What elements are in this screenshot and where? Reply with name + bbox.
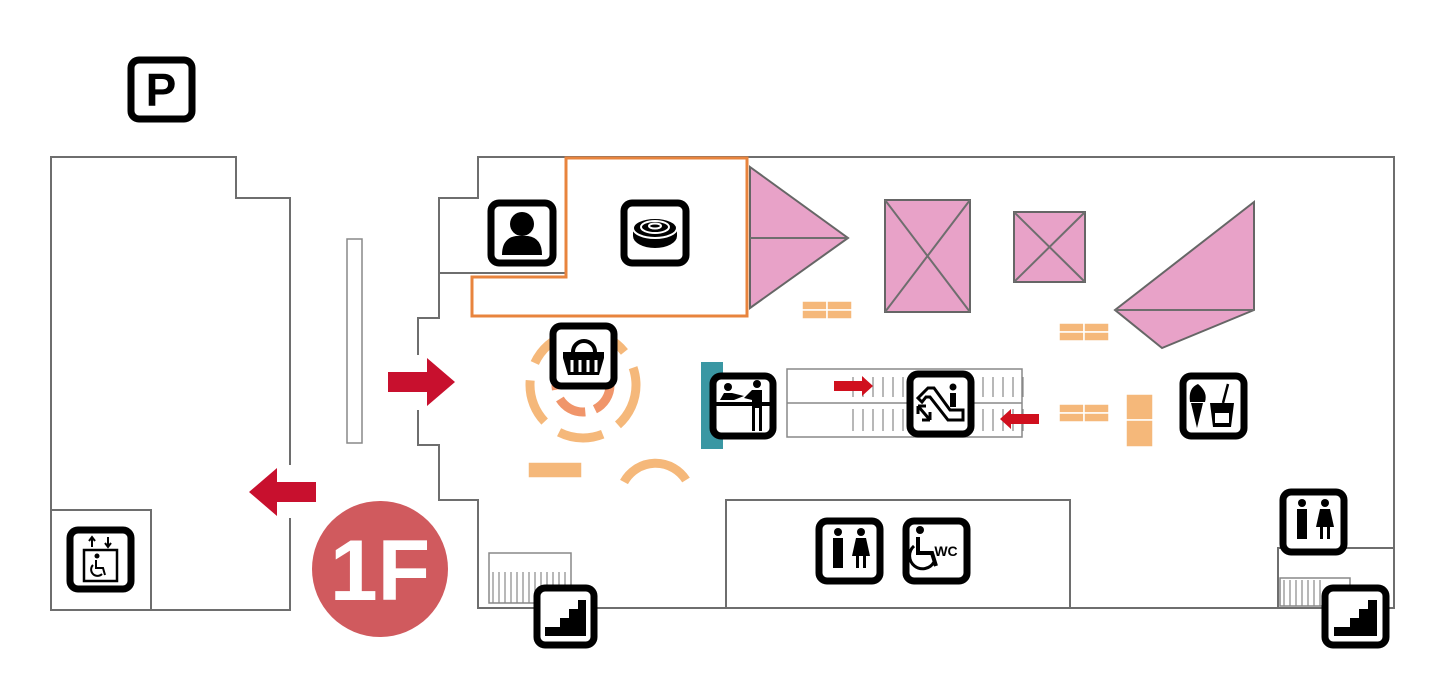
- shopping-basket-icon[interactable]: [549, 322, 618, 390]
- floor-label: 1F: [330, 523, 430, 619]
- fixtures: [525, 300, 1154, 485]
- svg-text:P: P: [146, 64, 177, 116]
- photo-booth-icon[interactable]: [487, 199, 557, 267]
- restroom-block-wall: [725, 499, 1071, 608]
- right-stair-wall: [1277, 547, 1394, 608]
- walkway-rail: [346, 238, 363, 444]
- service-counter-icon[interactable]: [709, 372, 777, 440]
- escalator-down-arrow: [1000, 409, 1039, 429]
- elevator-icon[interactable]: [66, 526, 135, 593]
- restroom-icon-east[interactable]: [1279, 488, 1348, 556]
- disc-icon[interactable]: [620, 199, 690, 267]
- ice-cream-drink-icon[interactable]: [1179, 372, 1248, 440]
- parking-icon[interactable]: P: [127, 56, 196, 123]
- accessible-restroom-icon[interactable]: WC: [902, 517, 971, 585]
- escalator: [786, 368, 1024, 438]
- entrance-arrow: [388, 358, 455, 406]
- restroom-icon[interactable]: [815, 517, 884, 585]
- main-building-wall: [417, 156, 1395, 609]
- floor-badge: [312, 501, 448, 637]
- svg-text:WC: WC: [934, 543, 957, 559]
- escalator-icon[interactable]: [906, 370, 975, 438]
- stairs-icon[interactable]: [533, 584, 598, 649]
- stairs-icon-east[interactable]: [1321, 584, 1390, 649]
- escalator-up-arrow: [834, 376, 873, 396]
- exit-arrow: [249, 468, 316, 516]
- display-area-4: [1113, 199, 1255, 350]
- left-building-wall: [50, 156, 291, 611]
- media-shop-area[interactable]: [470, 156, 749, 318]
- elevator-room-wall: [51, 509, 152, 610]
